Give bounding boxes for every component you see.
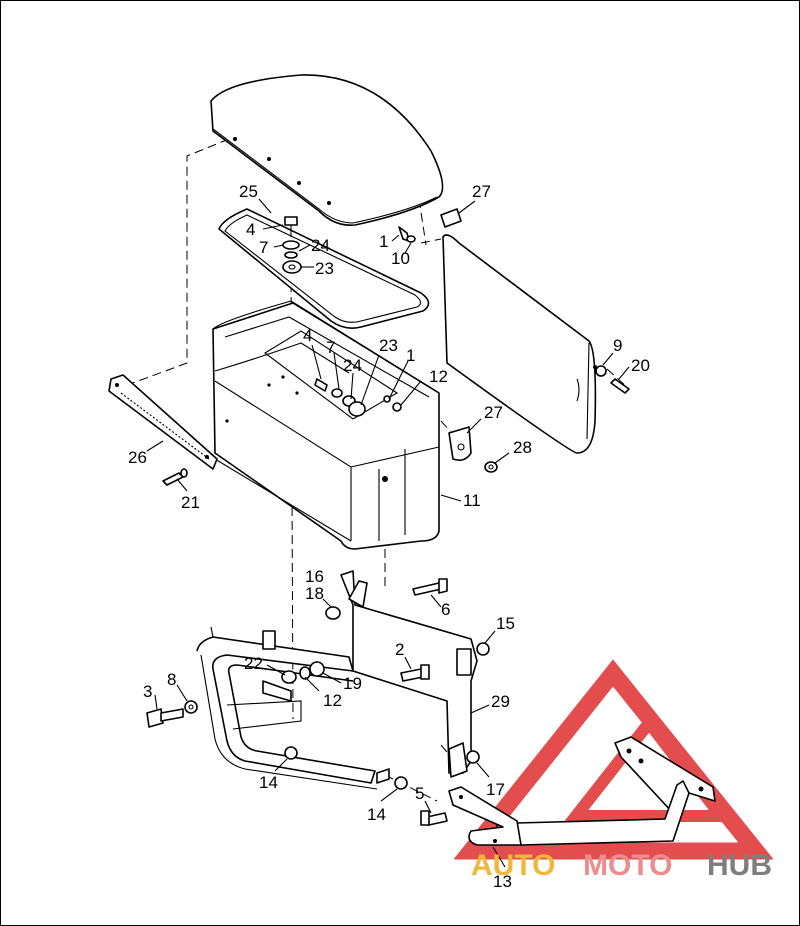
label-20: 20: [631, 356, 650, 375]
label-11: 11: [463, 491, 481, 510]
saddlebag-lid: [210, 74, 444, 227]
side-door-panel: [442, 234, 597, 454]
hinge-screw: [398, 226, 416, 243]
label-17: 17: [486, 780, 505, 799]
saddlebag-box: [212, 300, 440, 550]
latch-lower: [448, 426, 498, 473]
label-29: 29: [491, 692, 510, 711]
label-5: 5: [415, 784, 424, 803]
lid-gasket: [218, 208, 430, 329]
label-19: 19: [343, 674, 362, 693]
watermark-text: AUTO MOTO HUB: [471, 849, 772, 882]
label-28: 28: [513, 438, 532, 457]
part-labels: 25 4 7 24 23 1 10 27 9 20 4 7 24 23 1 12…: [128, 182, 650, 891]
label-10: 10: [391, 249, 410, 268]
bracket-hardware: [146, 578, 490, 826]
label-7-box: 7: [326, 338, 335, 357]
lid-bolt-stack: [282, 216, 302, 274]
mounting-rail: [196, 570, 478, 790]
label-16: 16: [305, 567, 324, 586]
label-26: 26: [128, 448, 147, 467]
hinge-pin: [162, 468, 188, 486]
label-1-top: 1: [379, 232, 388, 251]
label-24-top: 24: [311, 236, 330, 255]
label-14-right: 14: [367, 805, 386, 824]
label-13: 13: [493, 872, 512, 891]
label-7-top: 7: [259, 238, 268, 257]
label-9: 9: [613, 336, 622, 355]
leader-lines: [146, 198, 630, 868]
watermark-hub: HUB: [707, 849, 772, 882]
label-15: 15: [496, 614, 515, 633]
rear-rail: [448, 736, 716, 846]
watermark-moto: MOTO: [583, 849, 672, 882]
label-18: 18: [305, 584, 324, 603]
watermark-auto: AUTO: [471, 849, 555, 882]
label-2: 2: [395, 640, 404, 659]
label-27-top: 27: [472, 182, 491, 201]
hinge-strip: [108, 374, 218, 470]
label-4-top: 4: [246, 220, 255, 239]
door-bolt: [595, 365, 630, 394]
label-21: 21: [181, 493, 200, 512]
box-hardware: [314, 378, 402, 417]
label-8: 8: [167, 670, 176, 689]
label-24-box: 24: [343, 356, 362, 375]
label-4-box: 4: [303, 326, 312, 345]
label-25: 25: [239, 182, 258, 201]
label-23-top: 23: [315, 259, 334, 278]
label-23-box: 23: [379, 336, 398, 355]
label-3: 3: [143, 682, 152, 701]
label-1-box: 1: [406, 346, 415, 365]
label-6: 6: [441, 600, 450, 619]
label-27-lower: 27: [484, 403, 503, 422]
label-12-rail: 12: [323, 691, 342, 710]
label-14-left: 14: [259, 773, 278, 792]
label-12-box: 12: [429, 367, 448, 386]
latch-top: [440, 208, 462, 228]
label-22: 22: [244, 654, 263, 673]
